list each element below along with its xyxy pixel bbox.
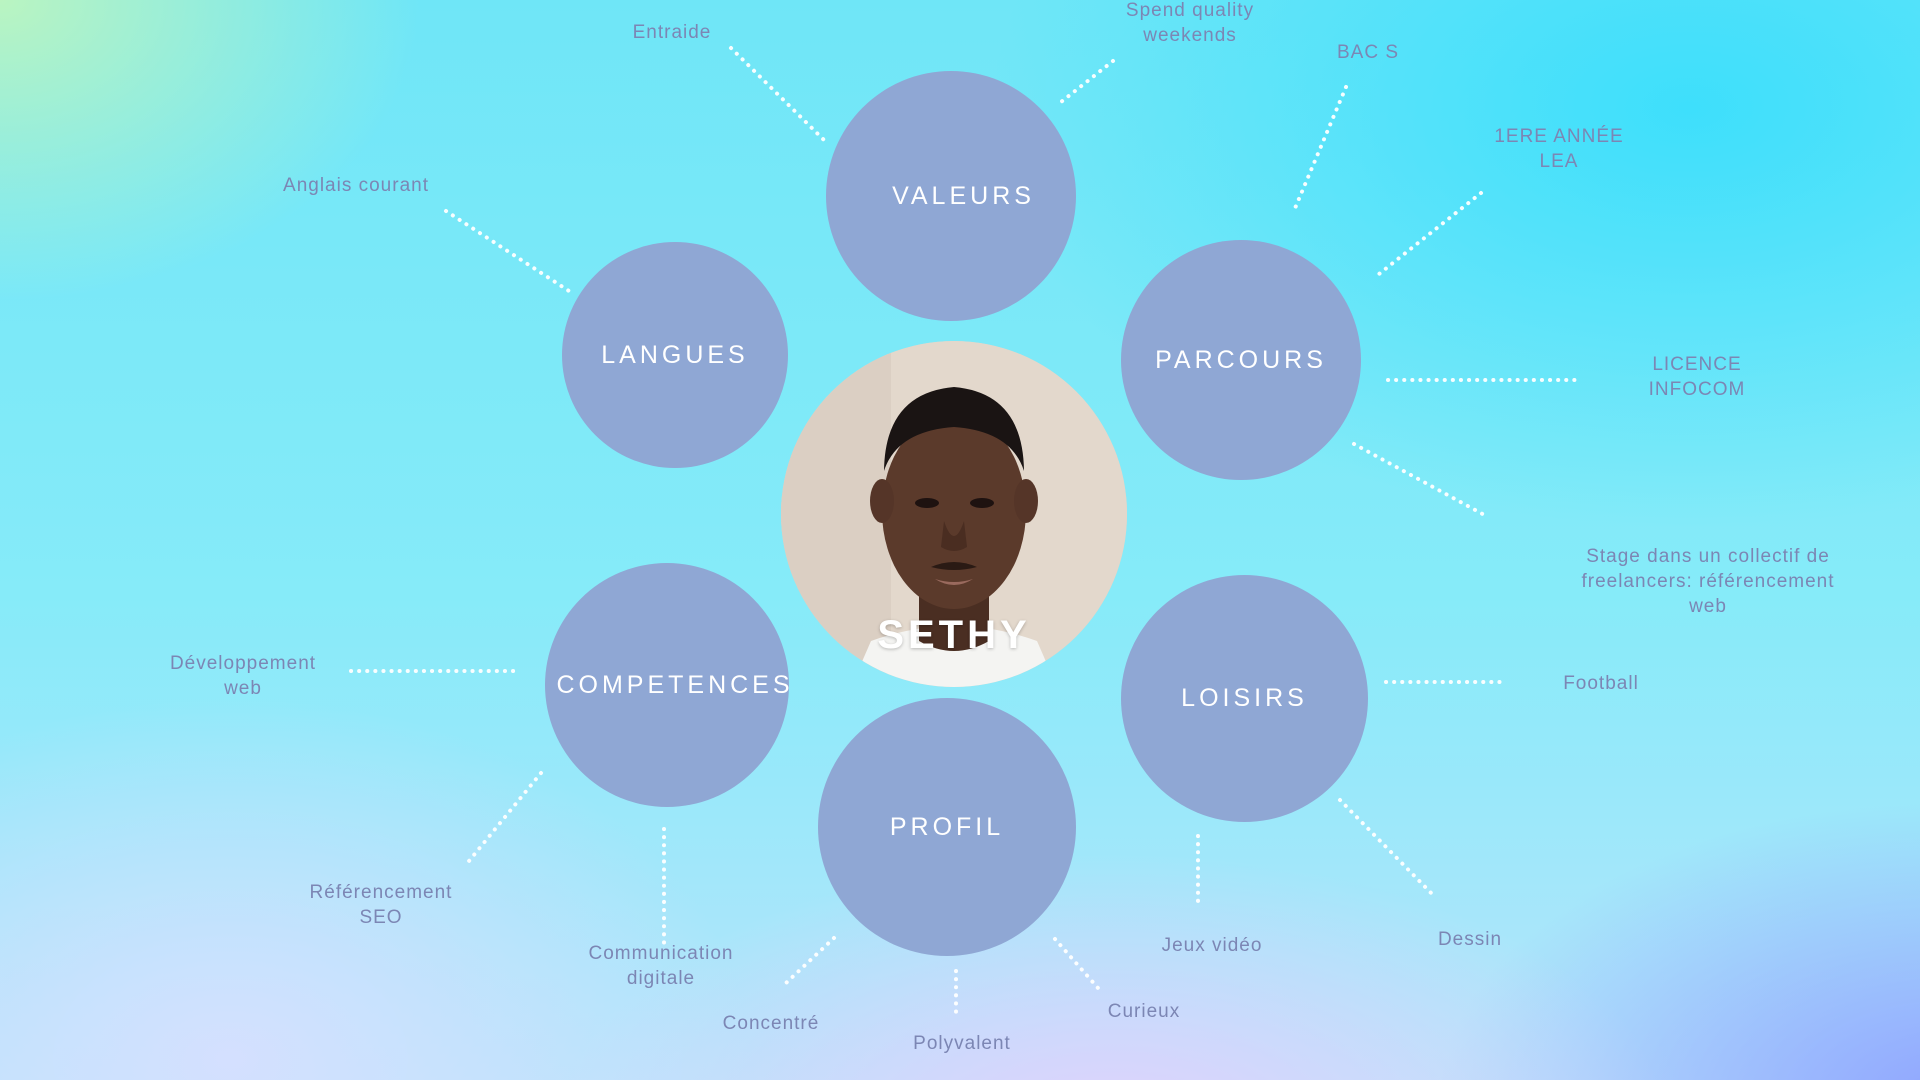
connector-curieux: [1053, 937, 1100, 990]
category-loisirs: LOISIRS: [1121, 575, 1368, 822]
category-loisirs-label: LOISIRS: [1181, 684, 1308, 712]
category-valeurs: VALEURS: [826, 71, 1076, 321]
connector-dessin: [1338, 798, 1438, 900]
category-langues: LANGUES: [562, 242, 788, 468]
leaf-stage: Stage dans un collectif de freelancers: …: [1581, 546, 1835, 617]
category-parcours-label: PARCOURS: [1155, 345, 1327, 374]
leaf-entraide: Entraide: [632, 22, 712, 43]
category-profil: PROFIL: [818, 698, 1076, 956]
center-name: SETHY: [877, 613, 1031, 657]
portrait-photo-icon: [781, 341, 1127, 687]
leaf-dev-web: Développement web: [169, 653, 317, 699]
leaf-anglais: Anglais courant: [283, 175, 429, 196]
connector-anglais: [444, 209, 571, 293]
center-portrait: SETHY: [781, 341, 1127, 687]
leaf-concentre: Concentré: [722, 1013, 820, 1034]
leaf-licence: LICENCE INFOCOM: [1648, 354, 1746, 400]
leaf-football: Football: [1563, 673, 1639, 694]
connector-bac-s: [1291, 85, 1348, 215]
connector-stage: [1352, 442, 1490, 519]
connector-spend-quality: [1054, 59, 1115, 108]
category-parcours: PARCOURS: [1121, 240, 1361, 480]
category-competences-label: COMPETENCES: [556, 670, 794, 699]
leaf-seo: Référencement SEO: [309, 882, 453, 928]
category-profil-label: PROFIL: [889, 812, 1005, 841]
leaf-spend-quality: Spend quality weekends: [1125, 0, 1255, 46]
leaf-polyvalent: Polyvalent: [913, 1033, 1011, 1054]
leaf-curieux: Curieux: [1107, 1001, 1181, 1022]
category-competences: COMPETENCES: [545, 563, 790, 807]
connector-1ere-annee: [1372, 191, 1483, 280]
leaf-bac-s: BAC S: [1336, 42, 1400, 63]
leaf-jeux-video: Jeux vidéo: [1161, 935, 1263, 956]
category-langues-label: LANGUES: [601, 340, 749, 369]
connector-entraide: [729, 46, 829, 145]
connector-concentre: [784, 936, 836, 985]
category-valeurs-label: VALEURS: [892, 181, 1035, 210]
leaf-communication: Communication digitale: [588, 943, 734, 989]
connector-seo: [467, 771, 543, 863]
leaf-1ere-annee: 1ERE ANNÉE LEA: [1494, 126, 1624, 172]
leaf-dessin: Dessin: [1437, 929, 1503, 950]
